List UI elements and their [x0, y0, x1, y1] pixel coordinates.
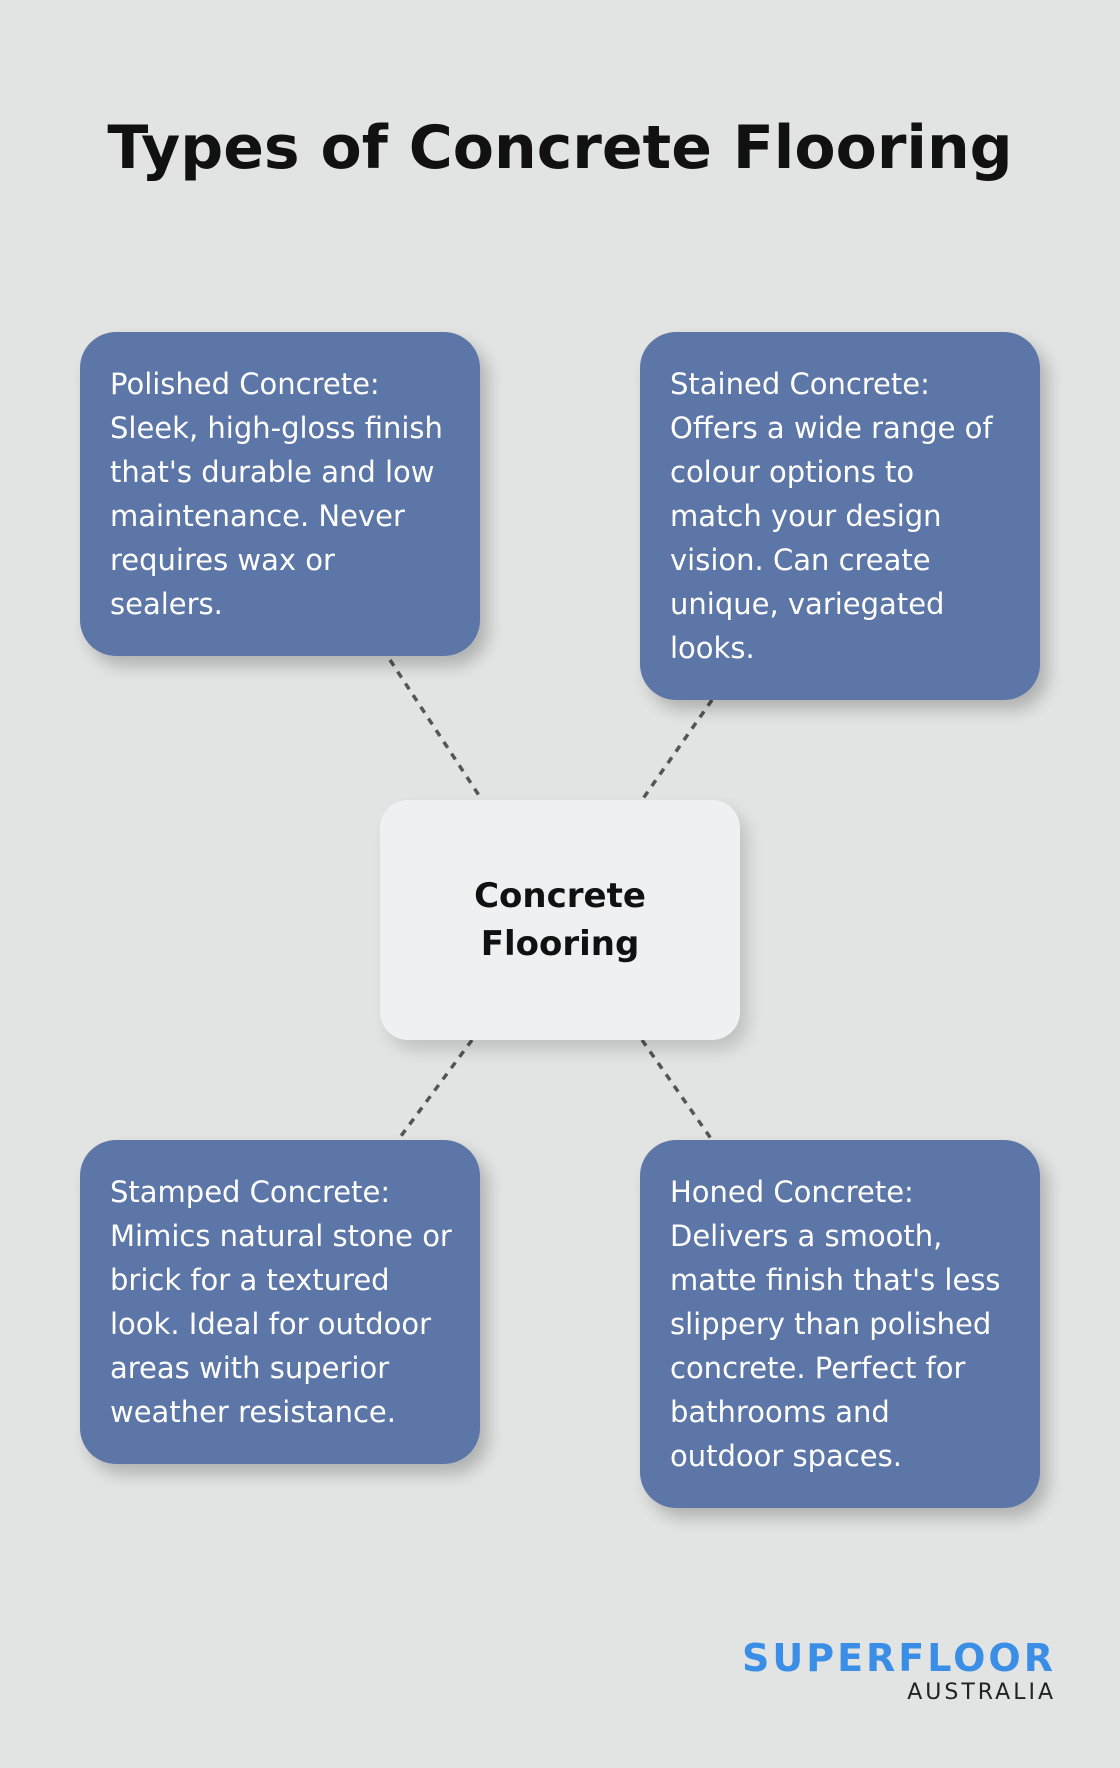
brand-logo: SUPERFLOOR AUSTRALIA — [640, 1636, 1056, 1706]
connector-bottom-right — [640, 1038, 714, 1142]
card-honed-concrete: Honed Concrete: Delivers a smooth, matte… — [640, 1140, 1040, 1508]
card-stained-concrete: Stained Concrete: Offers a wide range of… — [640, 332, 1040, 700]
card-stamped-concrete: Stamped Concrete: Mimics natural stone o… — [80, 1140, 480, 1464]
diagram-title: Types of Concrete Flooring — [107, 113, 1013, 183]
connector-top-left — [388, 659, 484, 801]
center-node-label: Concrete Flooring — [474, 876, 646, 964]
center-node: Concrete Flooring — [380, 800, 740, 1040]
connector-top-right — [640, 698, 714, 802]
logo-tagline: AUSTRALIA — [907, 1680, 1056, 1705]
card-polished-concrete: Polished Concrete: Sleek, high-gloss fin… — [80, 332, 480, 656]
logo-name: SUPERFLOOR — [742, 1636, 1056, 1680]
connector-bottom-left — [396, 1038, 474, 1142]
